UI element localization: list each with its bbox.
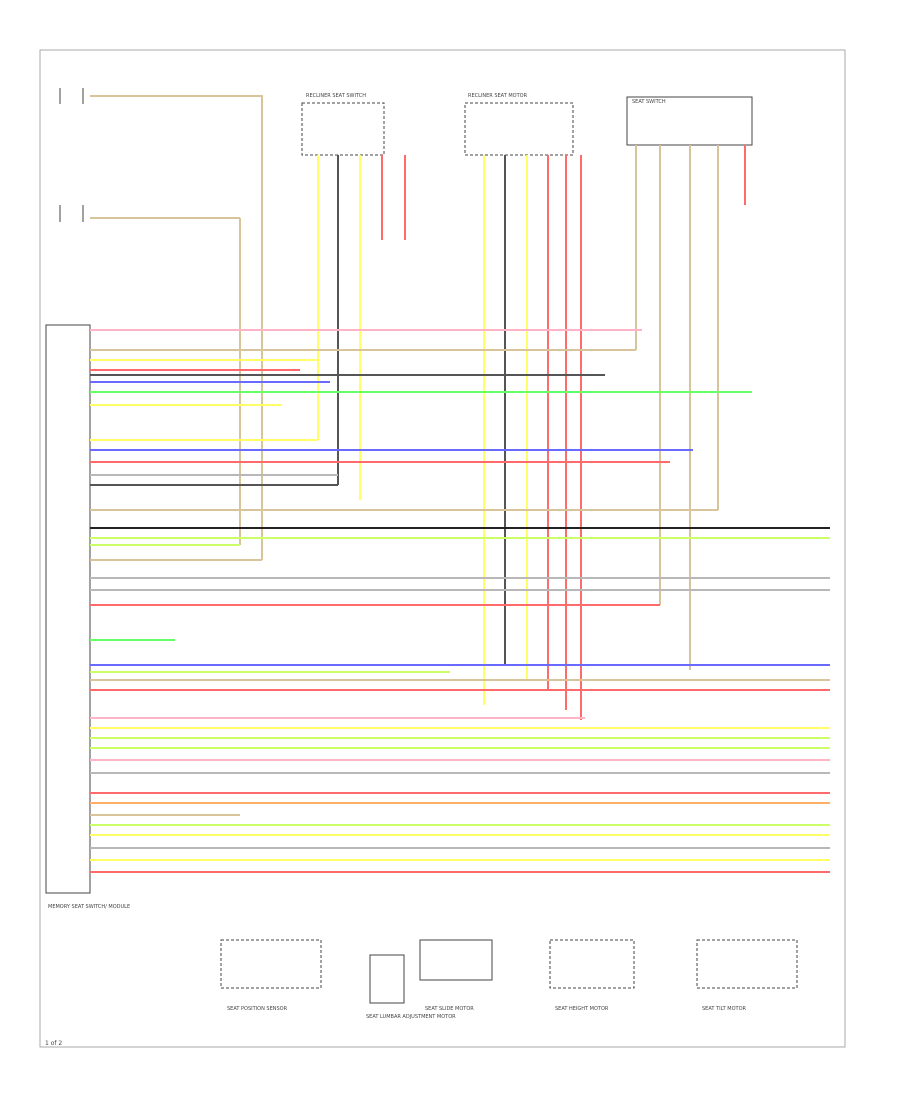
svg-text:RECLINER SEAT MOTOR: RECLINER SEAT MOTOR <box>468 93 528 99</box>
bottom-component-2: SEAT LUMBAR ADJUSTMENT MOTOR <box>366 954 456 1020</box>
top-switch-2: RECLINER SEAT MOTOR <box>464 93 574 156</box>
module-label: MEMORY SEAT SWITCH/ MODULE <box>48 904 130 910</box>
svg-text:SEAT HEIGHT MOTOR: SEAT HEIGHT MOTOR <box>555 1006 609 1012</box>
page-number: 1 of 2 <box>45 1040 62 1047</box>
svg-text:SEAT SLIDE MOTOR: SEAT SLIDE MOTOR <box>425 1006 474 1012</box>
svg-text:RECLINER SEAT SWITCH: RECLINER SEAT SWITCH <box>306 93 366 99</box>
top-switch-3: SEAT SWITCH <box>626 96 753 146</box>
bottom-component-1: SEAT POSITION SENSOR <box>220 939 322 1012</box>
diagram-border <box>39 49 846 1048</box>
top-left-connectors <box>59 88 84 222</box>
bottom-component-4: SEAT HEIGHT MOTOR <box>549 939 635 1012</box>
svg-text:SEAT TILT MOTOR: SEAT TILT MOTOR <box>702 1006 747 1012</box>
svg-text:SEAT LUMBAR ADJUSTMENT MOTOR: SEAT LUMBAR ADJUSTMENT MOTOR <box>366 1014 456 1020</box>
memory-seat-module: MEMORY SEAT SWITCH/ MODULE <box>45 324 130 910</box>
vertical-wires <box>239 95 746 720</box>
bottom-component-3: SEAT SLIDE MOTOR <box>419 939 493 1012</box>
svg-text:SEAT POSITION SENSOR: SEAT POSITION SENSOR <box>227 1006 288 1012</box>
horizontal-wires <box>90 95 830 873</box>
bottom-component-5: SEAT TILT MOTOR <box>696 939 798 1012</box>
svg-text:SEAT SWITCH: SEAT SWITCH <box>632 99 666 105</box>
top-switch-1: RECLINER SEAT SWITCH <box>301 93 385 156</box>
